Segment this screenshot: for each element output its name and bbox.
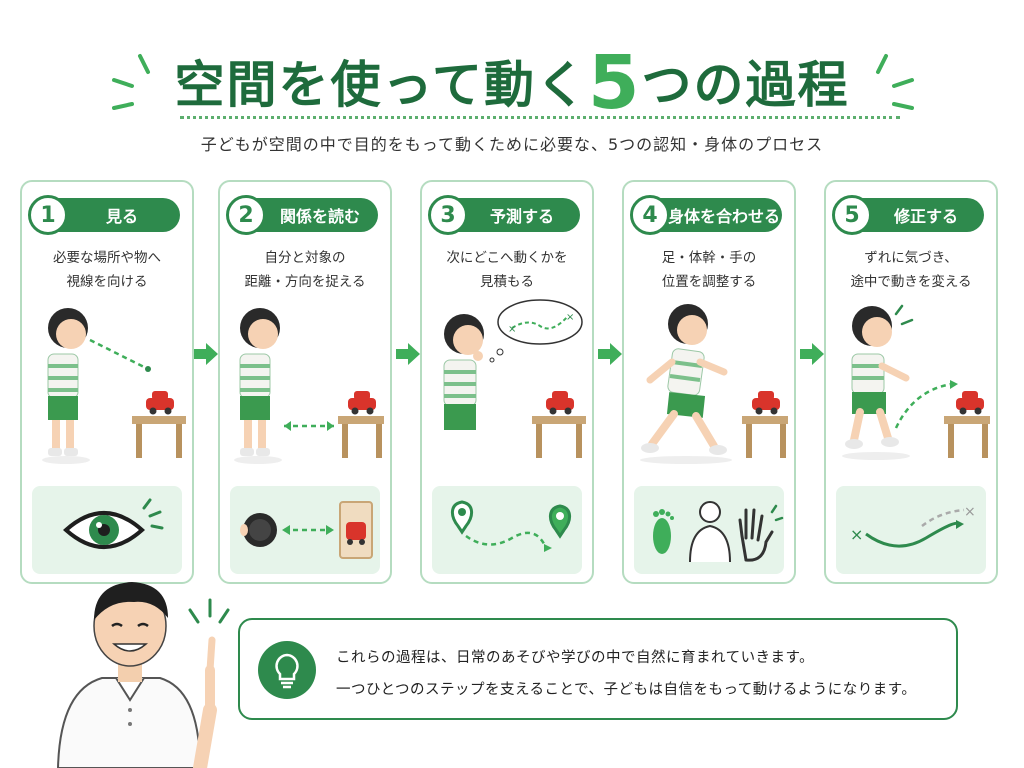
- scene-predicting: × ×: [428, 298, 586, 474]
- subtitle: 子どもが空間の中で目的をもって動くために必要な、5つの認知・身体のプロセス: [200, 135, 824, 154]
- title-number: 5: [588, 40, 642, 126]
- title-suffix: つの過程: [641, 56, 850, 114]
- distance-icon: [240, 501, 373, 559]
- step-description: 必要な場所や物へ 視線を向ける: [26, 246, 188, 294]
- next-arrow-icon: [800, 343, 824, 365]
- footprint-icon: [653, 509, 674, 554]
- table: [132, 416, 186, 458]
- scene-looking: [28, 298, 186, 474]
- step-number-badge: 3: [428, 195, 468, 235]
- svg-text:×: ×: [566, 312, 574, 323]
- step-description: 自分と対象の 距離・方向を捉える: [224, 246, 386, 294]
- step-description: 足・体幹・手の 位置を調整する: [628, 246, 790, 294]
- step-number-badge: 1: [28, 195, 68, 235]
- lightbulb-icon: [258, 641, 316, 699]
- page-title: 空間を使って動く5つの過程: [0, 40, 1024, 126]
- icon-panel: × ×: [836, 486, 986, 574]
- thought-bubble: × ×: [489, 299, 583, 363]
- desc-line: 足・体幹・手の: [661, 250, 757, 266]
- step-number-badge: 5: [832, 195, 872, 235]
- crouching-child-figure: [842, 304, 914, 460]
- step-description: ずれに気づき、 途中で動きを変える: [830, 246, 992, 294]
- child-figure: [443, 314, 484, 430]
- step-card-5: 5 修正する ずれに気づき、 途中で動きを変える: [824, 180, 998, 584]
- desc-line: 自分と対象の: [264, 250, 346, 266]
- toy-car-icon: [956, 391, 984, 415]
- summary-note: これらの過程は、日常のあそびや学びの中で自然に育まれていきます。 一つひとつのス…: [238, 618, 958, 720]
- next-arrow-icon: [396, 343, 420, 365]
- step-description: 次にどこへ動くかを 見積もる: [426, 246, 588, 294]
- table: [338, 416, 384, 458]
- table: [532, 416, 586, 458]
- desc-line: ずれに気づき、: [864, 250, 958, 266]
- icon-panel: [230, 486, 380, 574]
- note-line-1: これらの過程は、日常のあそびや学びの中で自然に育まれていきます。: [336, 650, 815, 666]
- desc-line: 位置を調整する: [661, 274, 757, 290]
- desc-line: 見積もる: [480, 274, 534, 290]
- title-underline: [180, 116, 900, 119]
- desc-line: 必要な場所や物へ: [53, 250, 161, 266]
- body-parts-icon: [653, 501, 784, 563]
- left-sparkle-icon: [112, 54, 150, 110]
- icon-panel: [432, 486, 582, 574]
- step-card-3: 3 予測する 次にどこへ動くかを 見積もる × ×: [420, 180, 594, 584]
- table: [742, 416, 788, 458]
- desc-line: 距離・方向を捉える: [244, 274, 366, 290]
- hand-icon: [738, 504, 784, 562]
- walking-child-figure: [640, 304, 732, 464]
- table: [944, 416, 990, 458]
- desc-line: 次にどこへ動くかを: [446, 250, 568, 266]
- svg-text:×: ×: [850, 525, 863, 544]
- step-card-1: 1 見る 必要な場所や物へ 視線を向ける: [20, 180, 194, 584]
- scene-adjusting: [630, 298, 788, 474]
- path-pin-icon: [451, 500, 571, 552]
- icon-panel: [32, 486, 182, 574]
- step-number-badge: 2: [226, 195, 266, 235]
- child-figure: [42, 308, 90, 464]
- toy-car-icon: [546, 391, 574, 415]
- child-figure: [234, 308, 282, 464]
- teacher-illustration: [50, 570, 230, 768]
- toy-car-icon: [348, 391, 376, 415]
- right-sparkle-icon: [876, 54, 914, 110]
- toy-car-icon: [752, 391, 780, 415]
- step-number-badge: 4: [630, 195, 670, 235]
- step-card-2: 2 関係を読む 自分と対象の 距離・方向を捉える: [218, 180, 392, 584]
- eye-icon: [62, 498, 164, 549]
- desc-line: 視線を向ける: [66, 274, 148, 290]
- icon-panel: [634, 486, 784, 574]
- step-card-4: 4 身体を合わせる 足・体幹・手の 位置を調整する: [622, 180, 796, 584]
- scene-correcting: [832, 298, 990, 474]
- desc-line: 途中で動きを変える: [850, 274, 972, 290]
- next-arrow-icon: [598, 343, 622, 365]
- toy-car-icon: [146, 391, 174, 415]
- correction-curve-icon: × ×: [850, 504, 976, 548]
- torso-icon: [689, 501, 731, 563]
- title-main: 空間を使って動く: [174, 56, 588, 114]
- next-arrow-icon: [194, 343, 218, 365]
- note-line-2: 一つひとつのステップを支えることで、子どもは自信をもって動けるようになります。: [336, 682, 917, 698]
- svg-text:×: ×: [508, 324, 516, 335]
- title-area: 空間を使って動く5つの過程: [0, 28, 1024, 126]
- svg-text:×: ×: [964, 504, 976, 520]
- scene-relation: [226, 298, 384, 474]
